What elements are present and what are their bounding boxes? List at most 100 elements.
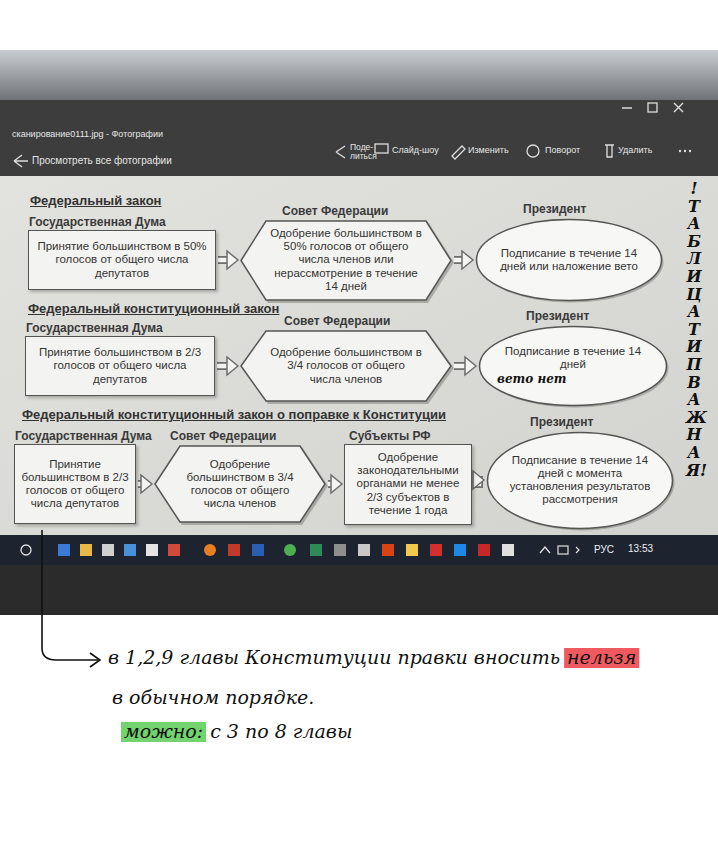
handwritten-note: в обычном порядке.: [112, 686, 314, 708]
notes-paper: [0, 615, 718, 865]
flow-arrow: [218, 251, 238, 269]
toolbar-label: Поворот: [545, 145, 580, 155]
node-heading: Совет Федерации: [170, 429, 276, 443]
node-content: Подписание в течение 14 дней с момента у…: [505, 454, 655, 507]
arrow-outline: [454, 362, 466, 370]
node-text: Принятие большинством в 2/3 голосов от о…: [32, 346, 208, 386]
node-text: Одобрение большинством в 3/4 голосов от …: [270, 346, 422, 386]
toolbar-label: Слайд-шоу: [392, 145, 439, 155]
row-title: Федеральный закон: [30, 193, 161, 208]
shape-shadow: [242, 332, 454, 404]
node-content: Одобрение большинством в 50% голосов от …: [270, 227, 422, 293]
signing-ellipse: ПрезидентПодписание в течение 14 дней ил…: [475, 218, 663, 302]
taskbar-icon: [310, 544, 322, 556]
paper: [0, 0, 718, 50]
hexagon-shape: [155, 446, 325, 522]
node-content: Одобрение большинством в 3/4 голосов от …: [184, 458, 296, 511]
node-heading: Совет Федерации: [284, 314, 390, 328]
process-box: Государственная ДумаПринятие большинство…: [14, 444, 136, 524]
row-title: Федеральный конституционный закон о попр…: [22, 407, 446, 422]
flow-arrow: [138, 475, 152, 493]
shape-shadow: [156, 447, 328, 525]
flow-arrow: [328, 475, 342, 493]
handwritten-note: с 3 по 8 главы: [210, 720, 352, 742]
window-titlebar: [0, 100, 718, 176]
ellipse-shape: [480, 327, 667, 406]
rotate-icon: [527, 145, 539, 157]
tray-icon: [540, 547, 550, 553]
node-text: Принятие большинством в 50% голосов от о…: [35, 240, 209, 280]
arrow-head: [227, 251, 238, 269]
taskbar-icon: [252, 544, 264, 556]
taskbar-icon: [228, 544, 240, 556]
slideshow-icon: [375, 144, 388, 153]
node-heading: Президент: [523, 202, 586, 216]
arrow-head: [473, 471, 484, 489]
process-box: Государственная ДумаПринятие большинство…: [25, 336, 215, 396]
arrow-head: [227, 357, 238, 375]
taskbar-icon: [382, 544, 394, 556]
approval-hexagon: Совет ФедерацииОдобрение большинством в …: [240, 220, 452, 301]
note-line: в обычном порядке.: [112, 686, 314, 708]
node-text: Подписание в течение 14 дней: [497, 345, 649, 371]
taskbar-icon: [124, 544, 136, 556]
taskbar-icon: [406, 544, 418, 556]
nav-link: Просмотреть все фотографии: [32, 155, 172, 166]
more-dot: [679, 150, 681, 152]
more-dot: [684, 150, 686, 152]
node-heading: Государственная Дума: [15, 429, 152, 443]
more-dot: [689, 150, 691, 152]
node-content: Одобрение большинством в 3/4 голосов от …: [270, 346, 422, 386]
vertical-note: !ТАБЛИЦА ТИП ВАЖНАЯ!: [686, 180, 702, 479]
taskbar-icon: [478, 544, 490, 556]
hexagon-shape: [241, 221, 451, 300]
flow-arrow: [473, 471, 484, 489]
node-heading: Совет Федерации: [282, 204, 388, 218]
shape-shadow: [242, 222, 454, 303]
delete-icon: [605, 145, 614, 157]
arrow-fill: [454, 364, 466, 369]
clock: 13:53: [628, 543, 653, 554]
screen-bottom: [0, 565, 718, 615]
node-text: Подписание в течение 14 дней с момента у…: [505, 454, 655, 507]
signing-ellipse: ПрезидентПодписание в течение 14 дней с …: [486, 431, 674, 530]
taskbar-icon: [58, 544, 70, 556]
hand-arrow: [42, 530, 98, 660]
taskbar: [0, 535, 718, 565]
note-line: в 1,2,9 главы Конституции правки вносить…: [108, 646, 636, 668]
node-heading: Президент: [530, 415, 593, 429]
signing-ellipse: ПрезидентПодписание в течение 14 днейвет…: [478, 325, 668, 407]
handwritten-note: вето нет: [497, 373, 649, 387]
handwritten-note: в 1,2,9 главы Конституции правки вносить: [108, 646, 560, 668]
arrow-head: [462, 251, 473, 269]
node-content: Принятие большинством в 2/3 голосов от о…: [21, 458, 129, 511]
node-heading: Государственная Дума: [26, 321, 163, 335]
ellipse-shape: [477, 220, 662, 301]
node-text: Одобрение большинством в 50% голосов от …: [270, 227, 422, 293]
process-box: Государственная ДумаПринятие большинство…: [28, 230, 216, 290]
taskbar-icon: [204, 544, 216, 556]
note-line: можно:с 3 по 8 главы: [124, 720, 352, 742]
node-content: Одобрение законодательными органами не м…: [351, 451, 465, 517]
node-content: Подписание в течение 14 дней вето нет: [497, 345, 649, 387]
process-box: Субъекты РФОдобрение законодательными ор…: [344, 444, 472, 525]
arrow-head: [465, 357, 476, 375]
share-icon: [336, 146, 345, 158]
flow-arrow: [454, 357, 476, 375]
hexagon-shape: [241, 331, 451, 401]
row-title: Федеральный конституционный закон: [28, 301, 279, 316]
search-icon: [21, 545, 31, 555]
close-icon: [674, 103, 683, 112]
taskbar-icon: [146, 544, 158, 556]
language-indicator: РУС: [594, 544, 614, 555]
node-content: Подписание в течение 14 дней или наложен…: [494, 247, 644, 273]
screen-content: [0, 176, 718, 535]
tray-icon: [558, 546, 568, 554]
hand-arrow-head: [90, 653, 100, 667]
taskbar-icon: [102, 544, 114, 556]
back-icon: [14, 155, 28, 167]
taskbar-icon: [80, 544, 92, 556]
taskbar-icon: [430, 544, 442, 556]
node-text: Одобрение большинством в 3/4 голосов от …: [184, 458, 296, 511]
